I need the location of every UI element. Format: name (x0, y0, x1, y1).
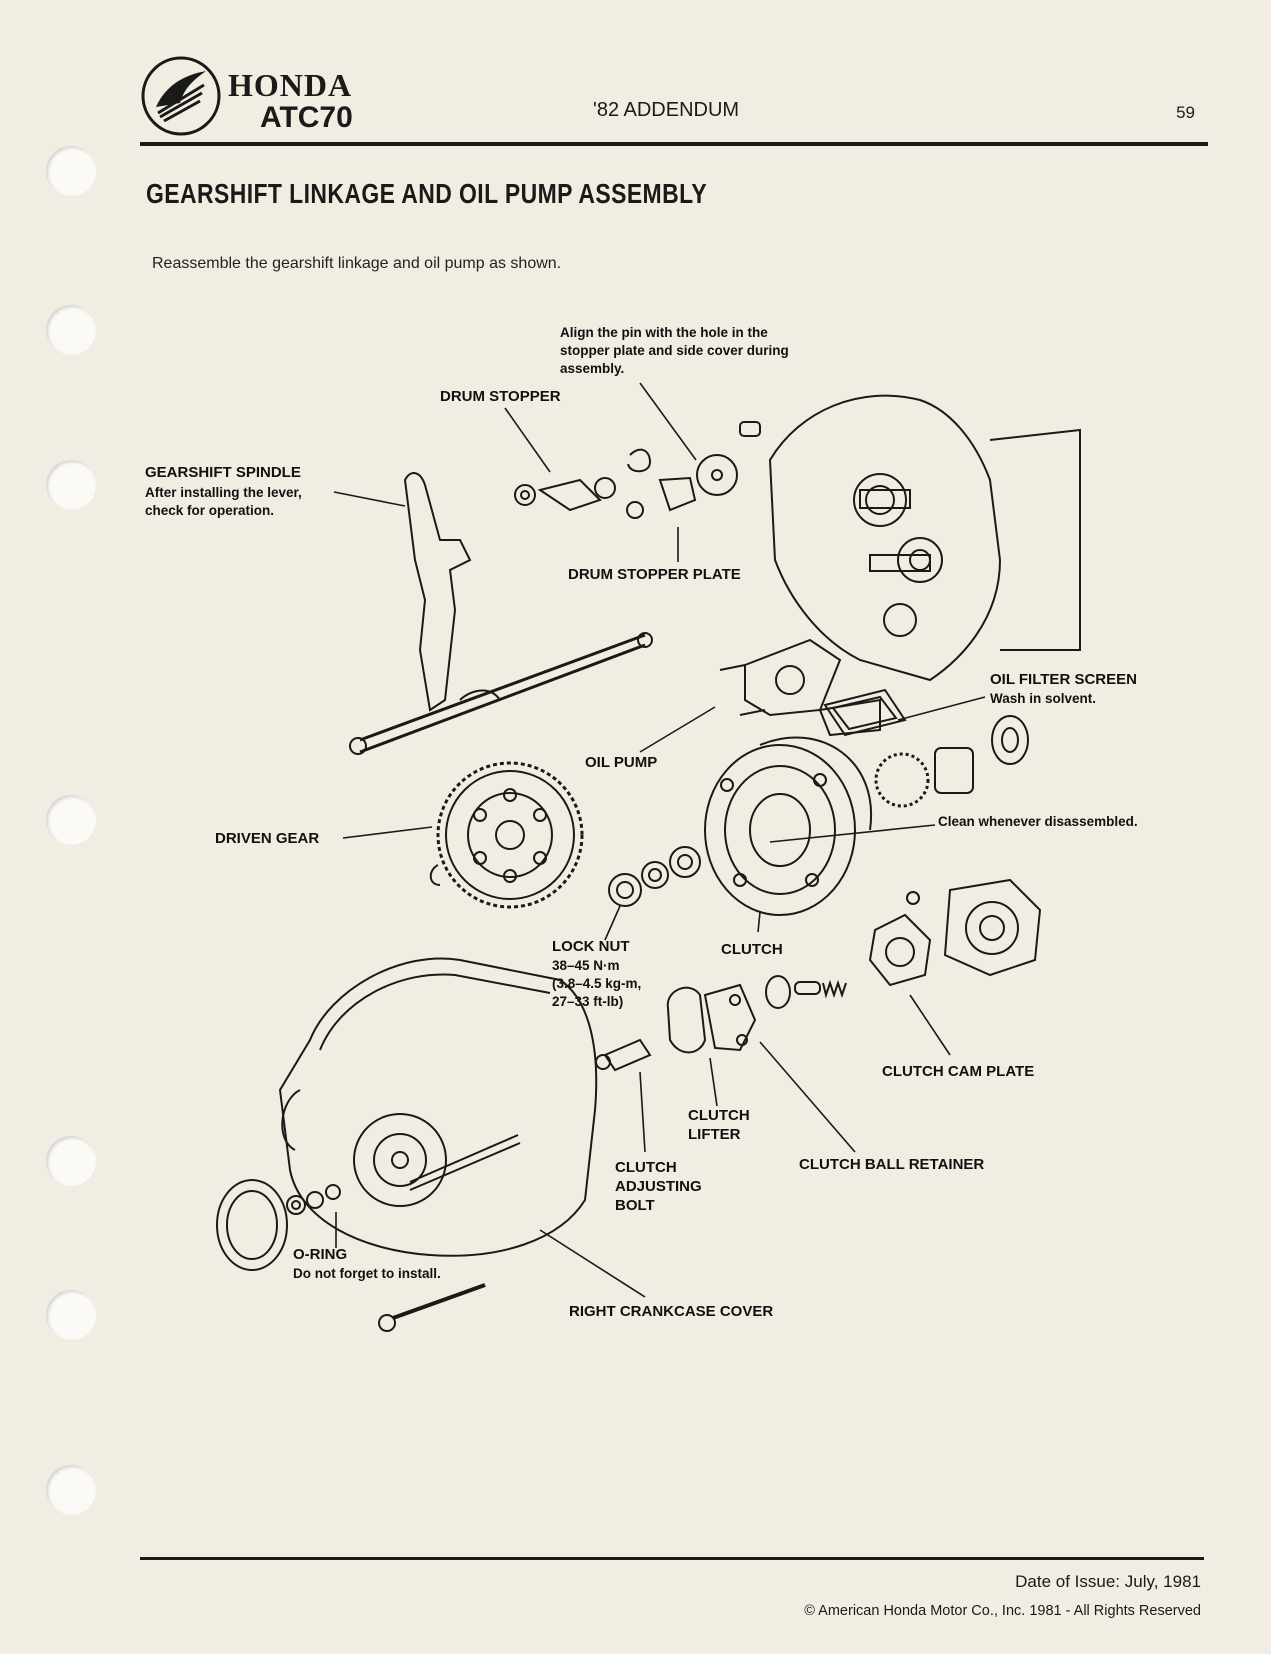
label-oil-pump: OIL PUMP (585, 754, 658, 771)
lock-nut-drawing (608, 846, 701, 907)
label-line: ADJUSTING (615, 1178, 702, 1195)
stopper-plate-drawing (626, 421, 761, 519)
o-ring-note: Do not forget to install. (293, 1266, 441, 1281)
label-line: CLUTCH (615, 1159, 677, 1176)
binder-hole (46, 305, 96, 355)
header-rule (140, 142, 1208, 146)
binder-hole (46, 795, 96, 845)
honda-wing-logo (141, 56, 221, 136)
label-line: CLUTCH (688, 1107, 750, 1124)
drum-stopper-drawing (514, 448, 652, 512)
oil-filter-note: Wash in solvent. (990, 691, 1097, 706)
leader-lines (333, 382, 986, 1298)
label-clutch-adjusting-bolt: CLUTCH ADJUSTING BOLT (615, 1158, 702, 1215)
label-clutch: CLUTCH (721, 941, 783, 958)
pump-gear-drawing (874, 715, 1029, 808)
label-right-crankcase-cover: RIGHT CRANKCASE COVER (569, 1303, 774, 1320)
label-drum-stopper-plate: DRUM STOPPER PLATE (568, 566, 741, 583)
torque-line: 38–45 N·m (552, 958, 620, 973)
crankcase-cover-drawing (278, 957, 598, 1257)
page-title: GEARSHIFT LINKAGE AND OIL PUMP ASSEMBLY (146, 178, 708, 209)
label-oil-filter-screen: OIL FILTER SCREEN (990, 671, 1137, 688)
label-drum-stopper: DRUM STOPPER (440, 388, 561, 405)
gearshift-note-line: After installing the lever, (145, 485, 302, 500)
copyright: © American Honda Motor Co., Inc. 1981 - … (804, 1603, 1201, 1619)
align-pin-note-line: stopper plate and side cover during (560, 343, 789, 358)
clutch-springs-drawing (765, 975, 847, 1009)
align-pin-note-line: assembly. (560, 361, 625, 376)
footer-rule (140, 1557, 1204, 1560)
label-line: LIFTER (688, 1126, 741, 1143)
crankcase-drawing (768, 394, 1081, 682)
binder-hole (46, 146, 96, 196)
section-title: '82 ADDENDUM (593, 99, 740, 121)
driven-gear-drawing (429, 761, 584, 909)
label-o-ring: O-RING (293, 1246, 348, 1263)
align-pin-note-line: Align the pin with the hole in the (560, 325, 768, 340)
clutch-cam-plate-drawing (868, 878, 1042, 987)
brand-name: HONDA (228, 67, 353, 103)
binder-hole (46, 1465, 96, 1515)
label-clutch-lifter: CLUTCH LIFTER (688, 1106, 750, 1144)
clutch-drawing (704, 736, 873, 916)
label-clutch-ball-retainer: CLUTCH BALL RETAINER (799, 1156, 985, 1173)
binder-hole (46, 460, 96, 510)
lock-nut-torque: 38–45 N·m (3.8–4.5 kg-m, 27–33 ft-lb) (552, 957, 641, 1011)
torque-line: 27–33 ft-lb) (552, 994, 624, 1009)
oil-filter-screen-drawing (823, 688, 907, 737)
align-pin-note: Align the pin with the hole in the stopp… (560, 324, 789, 378)
clutch-adjusting-bolt-drawing (595, 1038, 652, 1072)
clutch-lifter-drawing (666, 983, 757, 1054)
intro-text: Reassemble the gearshift linkage and oil… (152, 255, 562, 272)
label-gearshift-spindle: GEARSHIFT SPINDLE (145, 464, 301, 481)
date-of-issue: Date of Issue: July, 1981 (1015, 1572, 1201, 1591)
clean-note: Clean whenever disassembled. (938, 814, 1138, 829)
gearshift-note-line: check for operation. (145, 503, 275, 518)
torque-line: (3.8–4.5 kg-m, (552, 976, 642, 991)
label-lock-nut: LOCK NUT (552, 938, 630, 955)
label-driven-gear: DRIVEN GEAR (215, 830, 320, 847)
page-number: 59 (1176, 103, 1195, 122)
label-clutch-cam-plate: CLUTCH CAM PLATE (882, 1063, 1035, 1080)
oil-pump-drawing (719, 638, 881, 737)
page-header: HONDA ATC70 '82 ADDENDUM 59 (140, 55, 1200, 145)
gearshift-spindle-note: After installing the lever, check for op… (145, 484, 302, 520)
cover-bolt-drawing (378, 1283, 486, 1332)
binder-hole (46, 1290, 96, 1340)
binder-hole (46, 1136, 96, 1186)
label-line: BOLT (615, 1197, 655, 1214)
model-name: ATC70 (260, 101, 353, 134)
gearshift-spindle-drawing (349, 472, 653, 755)
o-ring-drawing (216, 1179, 341, 1271)
